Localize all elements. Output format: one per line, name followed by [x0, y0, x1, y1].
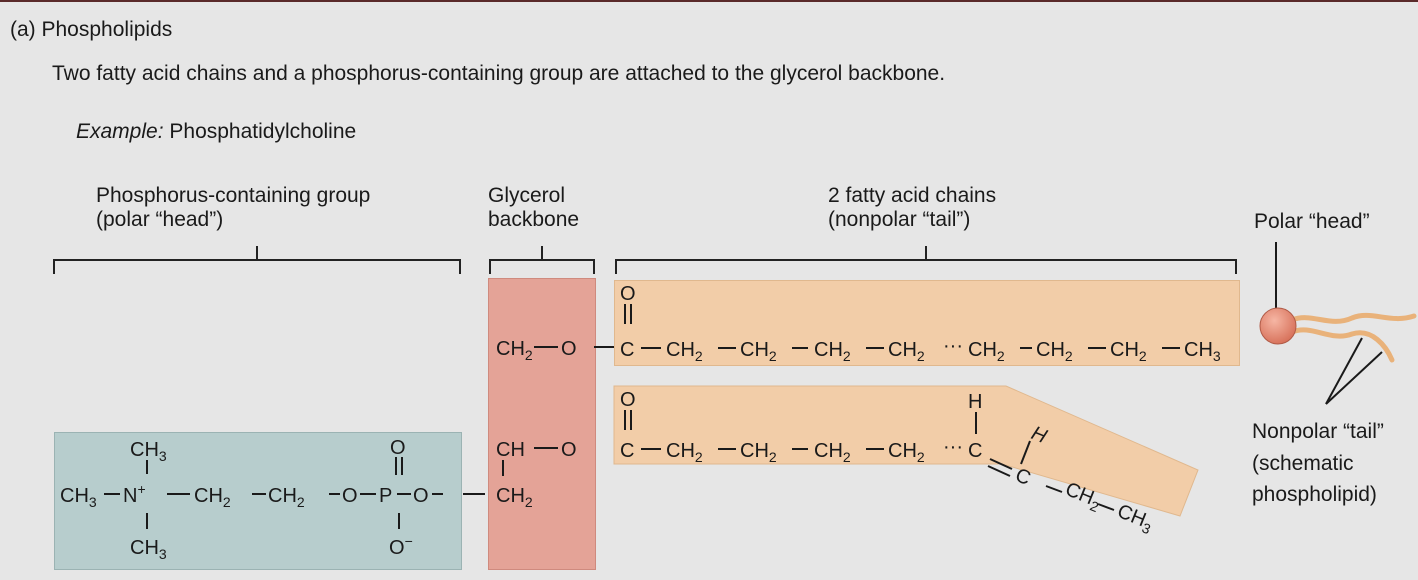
glycerol-box: [488, 278, 596, 570]
atom-tail2-dots: ···: [943, 436, 963, 458]
atom-tail1-ch2-2: CH2: [740, 339, 777, 364]
tails-label-line2: (nonpolar “tail”): [828, 208, 971, 232]
atom-glycerol-ch: CH: [496, 439, 525, 461]
atom-o-2: O: [413, 485, 429, 507]
atom-tail1-c: C: [620, 339, 634, 361]
head-group-label-line2: (polar “head”): [96, 208, 224, 232]
atom-tail1-ch2-4: CH2: [888, 339, 925, 364]
atom-ch2-a: CH2: [194, 485, 231, 510]
schematic-tail-1: [1289, 312, 1417, 324]
bond-lines: [104, 304, 1180, 529]
fatty-acid-box-1: [614, 280, 1240, 366]
atom-o-double: O: [390, 437, 406, 459]
atom-tail2-c: C: [620, 440, 634, 462]
atom-tail2-h-1: H: [968, 391, 982, 413]
atom-tail1-ch2-6: CH2: [1036, 339, 1073, 364]
tail-pointer-line-1: [1325, 337, 1363, 405]
panel-title: (a) Phospholipids: [10, 18, 173, 41]
fatty-acid-box-2: [613, 385, 1199, 517]
schematic-head-sphere: [1259, 307, 1297, 345]
atom-tail2-c-double-1: C: [968, 440, 982, 462]
head-group-label-line1: Phosphorus-containing group: [96, 184, 371, 207]
atom-tail2-o: O: [620, 389, 636, 411]
glycerol-label: Glycerol backbone: [488, 184, 579, 232]
atom-tail1-ch2-7: CH2: [1110, 339, 1147, 364]
example-line: Example: Phosphatidylcholine: [76, 120, 356, 144]
schematic-phospholipid: [1259, 242, 1417, 405]
schematic-head-label: Polar “head”: [1254, 210, 1370, 233]
example-label: Example:: [76, 120, 164, 143]
example-name: Phosphatidylcholine: [169, 120, 357, 143]
tail-pointer-line-2: [1325, 351, 1383, 405]
atom-tail1-ch2-1: CH2: [666, 339, 703, 364]
schematic-tail-line2: (schematic: [1252, 451, 1354, 475]
atom-n-plus: N+: [123, 481, 146, 507]
atom-glycerol-ch2-top: CH2: [496, 338, 533, 363]
atom-p: P: [379, 485, 392, 507]
atom-ch3-top: CH3: [130, 439, 167, 464]
head-group-box: [54, 432, 462, 570]
atom-tail1-ch3: CH3: [1184, 339, 1221, 364]
atom-glycerol-ch2-bottom: CH2: [496, 485, 533, 510]
atom-ch2-b: CH2: [268, 485, 305, 510]
glycerol-label-line2: backbone: [488, 208, 580, 232]
brackets: [53, 246, 1237, 274]
schematic-tail-line3: phospholipid): [1252, 483, 1377, 506]
head-group-label: Phosphorus-containing group (polar “head…: [96, 184, 370, 232]
atom-o-1: O: [342, 485, 358, 507]
atom-glycerol-o-mid: O: [561, 439, 577, 461]
atom-tail1-dots: ···: [943, 335, 963, 357]
atom-tail1-ch2-3: CH2: [814, 339, 851, 364]
description: Two fatty acid chains and a phosphorus-c…: [52, 62, 946, 85]
atom-ch3-bottom: CH3: [130, 537, 167, 562]
tails-label-line1: 2 fatty acid chains: [828, 184, 997, 207]
atom-tail1-ch2-5: CH2: [968, 339, 1005, 364]
tails-label: 2 fatty acid chains (nonpolar “tail”): [828, 184, 996, 232]
atom-o-minus: O−: [389, 533, 413, 559]
atom-tail1-o: O: [620, 283, 636, 305]
glycerol-label-line1: Glycerol: [488, 184, 566, 207]
atom-glycerol-o-top: O: [561, 338, 577, 360]
atom-ch3-left: CH3: [60, 485, 97, 510]
schematic-tail-line1: Nonpolar “tail”: [1252, 420, 1384, 443]
schematic-tail-label: Nonpolar “tail” (schematic phospholipid): [1252, 416, 1384, 511]
schematic-tail-2: [1289, 327, 1395, 363]
